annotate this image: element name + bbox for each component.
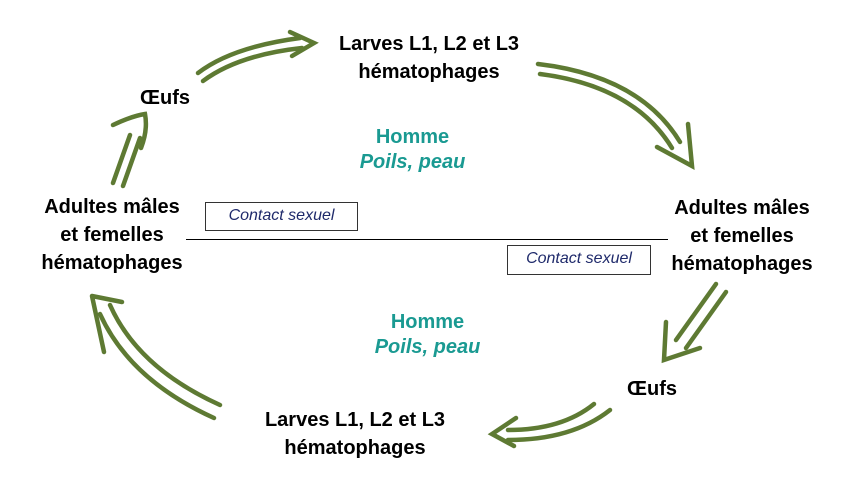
adults-left-line1: Adultes mâles — [44, 196, 180, 218]
arrow-eggs-to-larvae-lower — [487, 401, 613, 449]
host-label-lower: Homme Poils, peau — [345, 310, 510, 360]
larvae-upper-line1: Larves L1, L2 et L3 — [338, 33, 520, 55]
adults-right-line1: Adultes mâles — [674, 197, 810, 219]
larvae-label-upper: Larves L1, L2 et L3 hématophages — [322, 30, 536, 86]
larvae-label-lower: Larves L1, L2 et L3 hématophages — [248, 406, 462, 462]
larvae-upper-line2: hématophages — [358, 61, 500, 83]
host-upper-line1: Homme — [375, 126, 450, 148]
adults-left-line2: et femelles — [60, 224, 164, 246]
adults-label-left: Adultes mâles et femelles hématophages — [26, 193, 198, 277]
adults-label-right: Adultes mâles et femelles hématophages — [656, 194, 828, 278]
adults-right-line3: hématophages — [671, 253, 813, 275]
arrow-eggs-to-larvae-upper — [195, 29, 319, 84]
eggs-label-upper: Œufs — [140, 87, 190, 109]
adults-right-line2: et femelles — [690, 225, 794, 247]
host-divider-line — [186, 239, 668, 240]
contact-box-left: Contact sexuel — [205, 202, 358, 231]
adults-left-line3: hématophages — [41, 252, 183, 274]
arrow-larvae-to-adults-lower — [89, 293, 223, 421]
larvae-lower-line1: Larves L1, L2 et L3 — [264, 409, 446, 431]
arrow-larvae-to-adults-upper — [535, 61, 695, 170]
host-lower-line1: Homme — [390, 311, 465, 333]
host-upper-line2: Poils, peau — [359, 151, 466, 173]
eggs-label-lower: Œufs — [627, 378, 677, 400]
arrow-adults-to-eggs-lower — [661, 281, 729, 364]
host-label-upper: Homme Poils, peau — [330, 125, 495, 175]
arrow-adults-to-eggs-upper — [110, 111, 149, 189]
host-lower-line2: Poils, peau — [374, 336, 481, 358]
larvae-lower-line2: hématophages — [284, 437, 426, 459]
contact-box-right: Contact sexuel — [507, 245, 651, 275]
